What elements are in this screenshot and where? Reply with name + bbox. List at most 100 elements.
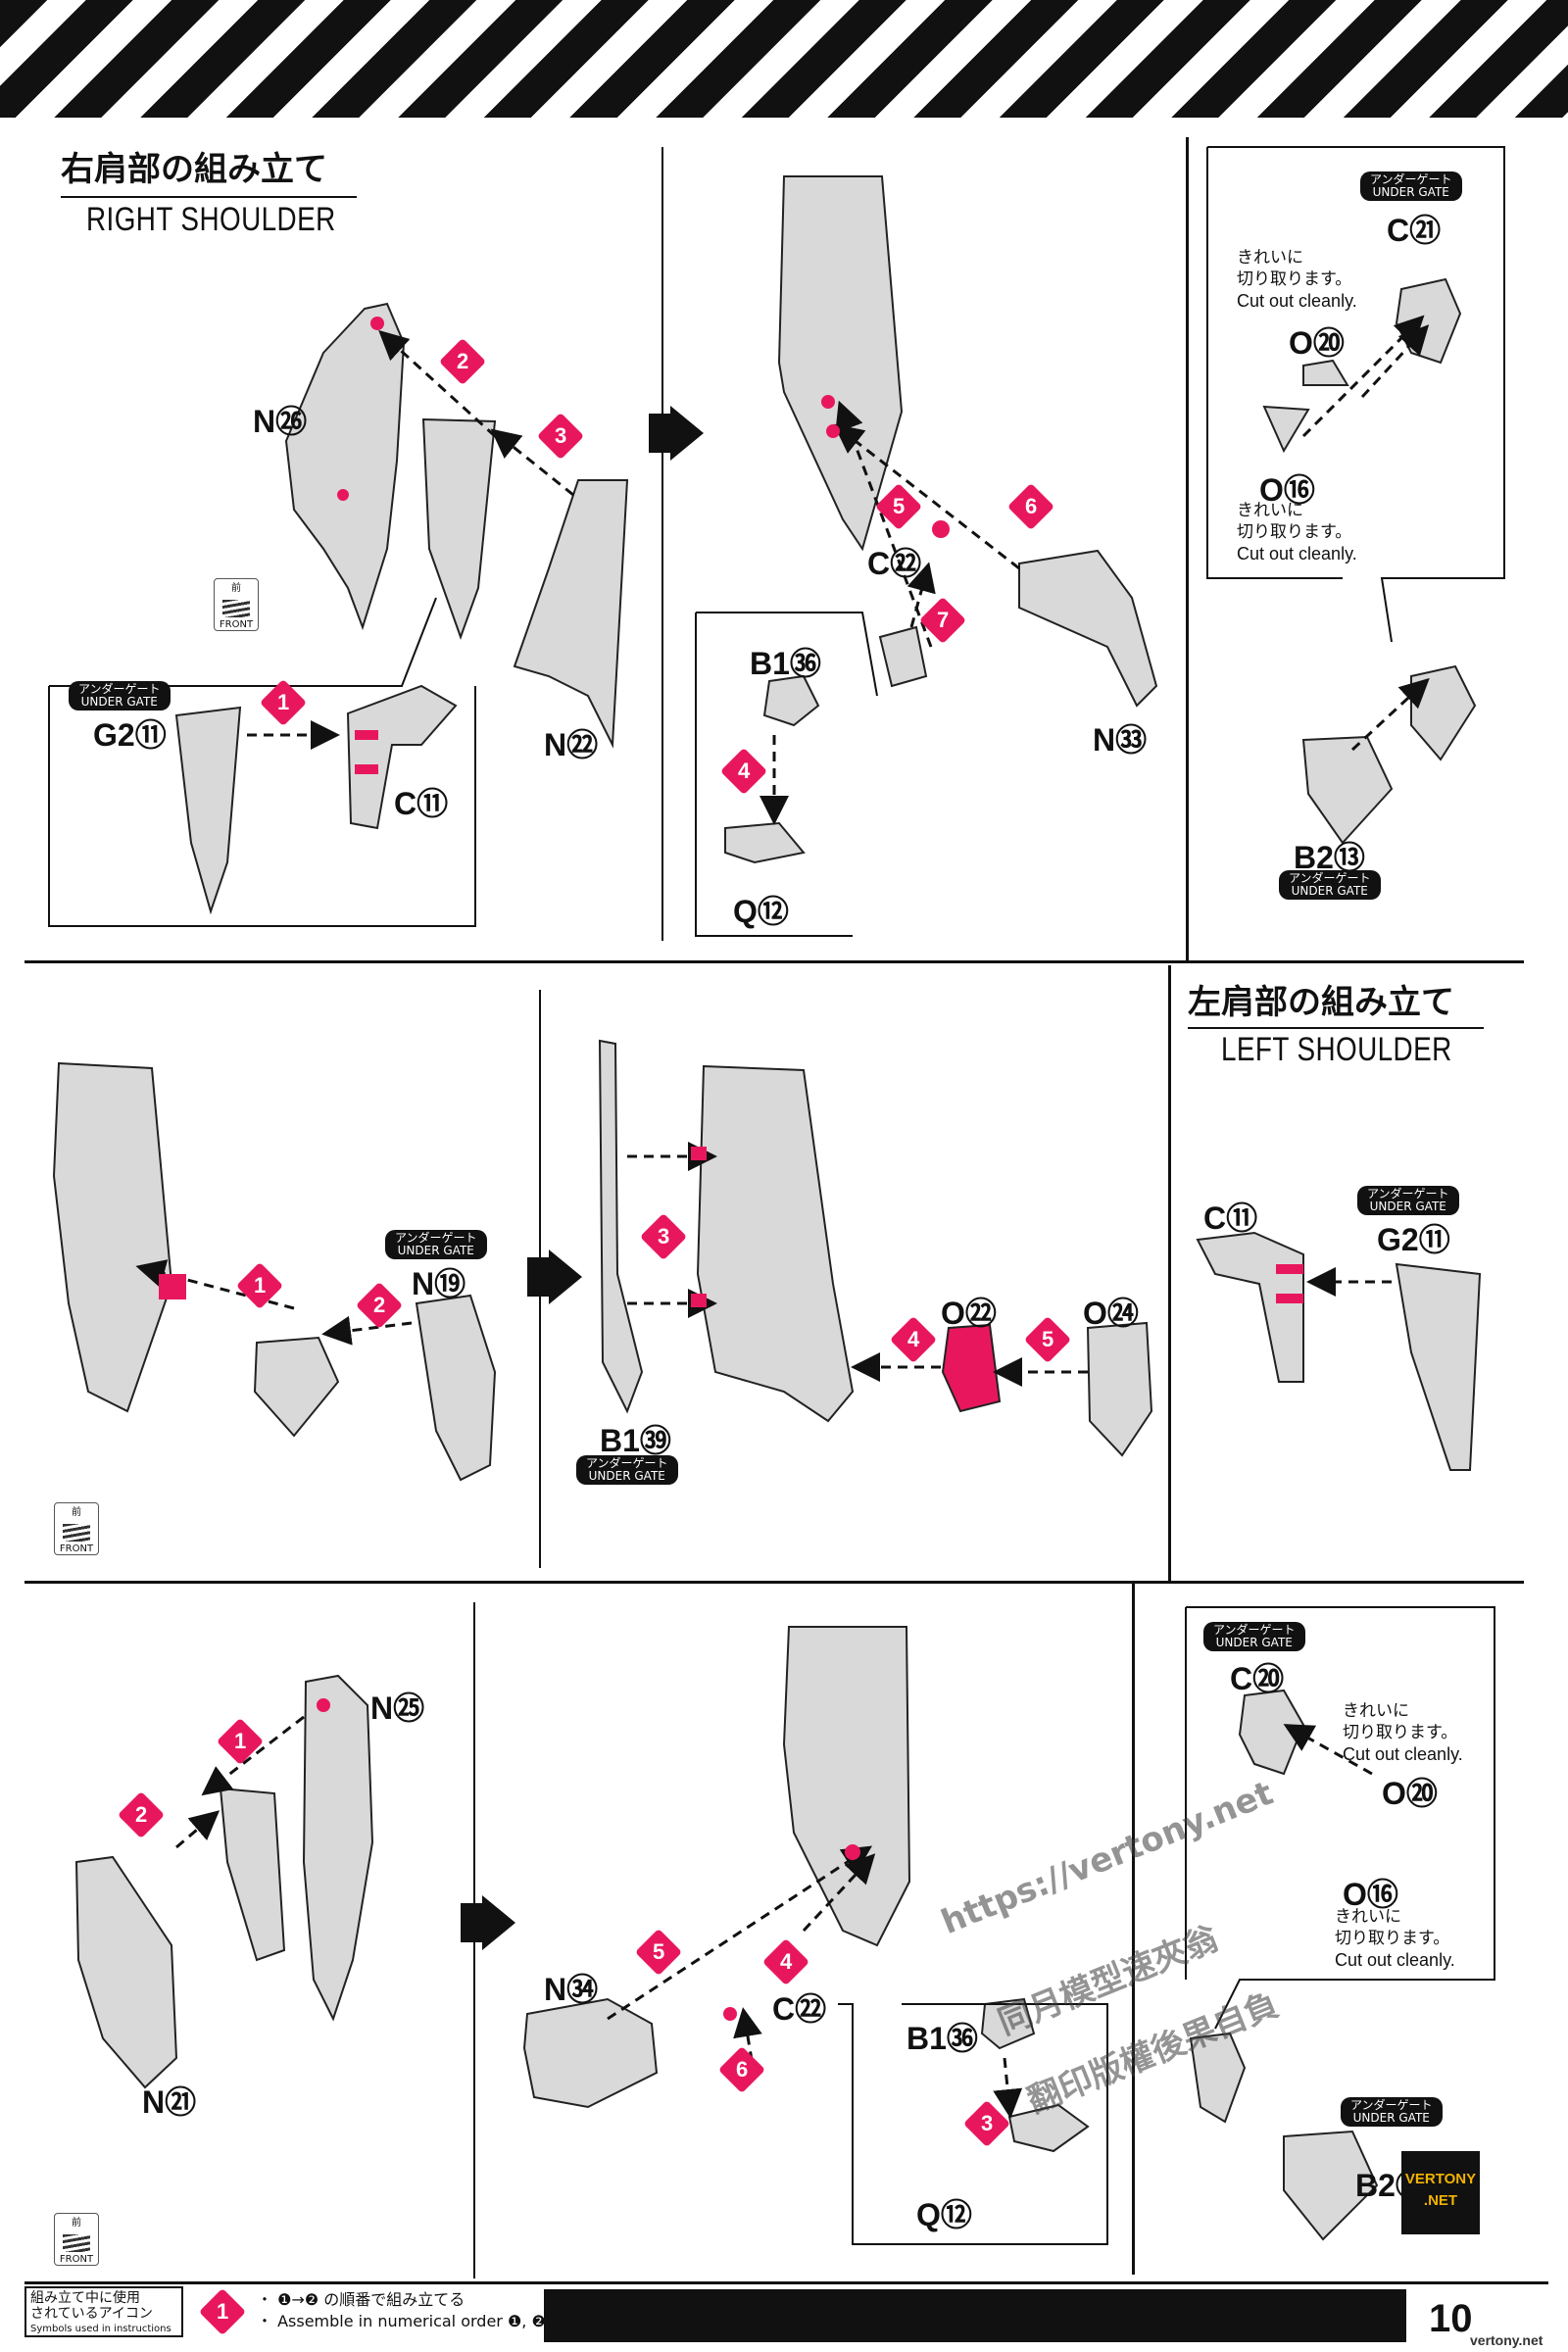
- part-label: O㉒: [941, 1296, 997, 1331]
- process-arrow: [527, 1257, 549, 1297]
- part-label: O⑯: [1259, 472, 1315, 508]
- part-label: N㉒: [544, 727, 599, 762]
- part-label: C㉒: [772, 1991, 827, 2027]
- title-underline: [1188, 1027, 1484, 1029]
- part-c22-small: [878, 625, 928, 688]
- section-divider: [24, 960, 1524, 963]
- part-o24: [1086, 1321, 1153, 1457]
- part-label: Q⑫: [916, 2197, 972, 2232]
- part-c20: [1238, 1689, 1305, 1776]
- part-label: B2⑬: [1294, 840, 1365, 875]
- part-n22: [513, 479, 629, 749]
- part-label: B1㊱: [750, 646, 821, 681]
- part-n19: [415, 1294, 497, 1482]
- part-label: Q⑫: [733, 894, 789, 929]
- part-q12: [724, 821, 806, 864]
- part-n34: [522, 1997, 659, 2109]
- cut-note: きれいに切り取ります。Cut out cleanly.: [1335, 1907, 1455, 1970]
- panel-divider: [1168, 965, 1171, 1581]
- part-n33: [1018, 549, 1158, 708]
- page-number: 10: [1429, 2297, 1473, 2340]
- part-label: N㉝: [1093, 722, 1148, 758]
- title-underline: [61, 196, 357, 198]
- part-label: B1㊴: [600, 1423, 671, 1458]
- watermark-corner: vertony.net: [1470, 2332, 1544, 2348]
- part-c21-assembled: [1410, 664, 1477, 761]
- part-c21: [1395, 277, 1462, 365]
- watermark-logo: VERTONY.NET: [1401, 2151, 1480, 2234]
- part-b1-36: [762, 674, 820, 727]
- part-label: C⑪: [394, 786, 449, 821]
- process-arrow: [461, 1903, 482, 1942]
- part-o20: [1302, 359, 1349, 386]
- process-arrow: [649, 414, 670, 453]
- part-b1-39: [598, 1039, 644, 1414]
- part-o22: [941, 1323, 1002, 1413]
- icon-legend-label: 組み立て中に使用 されているアイコン Symbols used in instr…: [24, 2286, 183, 2337]
- part-n26: [284, 302, 406, 631]
- part-q12-b: [1007, 2103, 1090, 2153]
- legend-description: ・ ❶→❷ の順番で組み立てる ・ Assemble in numerical …: [257, 2290, 562, 2330]
- part-label: C㉒: [867, 546, 922, 581]
- section-title-jp: 左肩部の組み立て: [1188, 983, 1454, 1022]
- part-g2-11-left: [1395, 1262, 1482, 1471]
- section-title-jp: 右肩部の組み立て: [61, 150, 327, 189]
- part-label: C⑪: [1203, 1200, 1258, 1236]
- part-o16: [1262, 405, 1310, 454]
- part-shoulder-armor-3: [696, 1064, 855, 1423]
- part-label: C㉑: [1387, 213, 1442, 248]
- process-arrow-head: [482, 1895, 515, 1950]
- part-b1-36-b: [980, 1997, 1036, 2050]
- panel-divider: [662, 147, 663, 941]
- process-arrow-head: [670, 406, 704, 461]
- part-shoulder-armor-2: [52, 1061, 173, 1413]
- part-g2-11: [174, 706, 242, 915]
- part-label: N㉞: [544, 1972, 599, 2007]
- part-label: N㉑: [142, 2084, 197, 2120]
- part-shield-small: [253, 1336, 340, 1438]
- part-label: C⑳: [1230, 1661, 1285, 1696]
- part-label: G2⑪: [1377, 1222, 1450, 1257]
- part-label: O⑯: [1343, 1877, 1398, 1912]
- part-n21: [74, 1855, 178, 2089]
- part-plate-bottom: [219, 1787, 286, 1962]
- panel-divider: [1132, 1584, 1135, 2275]
- part-label: N⑲: [412, 1266, 466, 1301]
- part-label: O㉔: [1083, 1296, 1139, 1331]
- part-b2-13-b: [1283, 2130, 1379, 2241]
- footer-bar: [544, 2289, 1406, 2342]
- part-shoulder-armor: [777, 175, 904, 552]
- part-c11: [346, 684, 458, 830]
- part-label: O⑳: [1289, 325, 1345, 361]
- header-hazard-stripes: [0, 0, 1568, 118]
- part-n22-plate: [421, 417, 497, 640]
- part-shoulder-armor-4: [782, 1626, 911, 1947]
- part-assembled-bottom: [1189, 2032, 1247, 2124]
- part-c11-left: [1196, 1231, 1304, 1383]
- section-title-en: LEFT SHOULDER: [1221, 1031, 1452, 1068]
- part-label: N㉖: [253, 404, 308, 439]
- part-label: B1㊱: [906, 2021, 978, 2056]
- part-label: G2⑪: [93, 717, 167, 753]
- process-arrow-head: [549, 1250, 582, 1304]
- cut-note: きれいに切り取ります。Cut out cleanly.: [1237, 248, 1357, 311]
- section-title-en: RIGHT SHOULDER: [86, 201, 336, 238]
- panel-divider: [1186, 137, 1189, 960]
- cut-note: きれいに切り取ります。Cut out cleanly.: [1237, 501, 1357, 564]
- part-label: N㉕: [370, 1690, 425, 1726]
- footer-rule: [24, 2281, 1548, 2284]
- cut-note: きれいに切り取ります。Cut out cleanly.: [1343, 1701, 1463, 1764]
- part-b2-13: [1301, 735, 1394, 845]
